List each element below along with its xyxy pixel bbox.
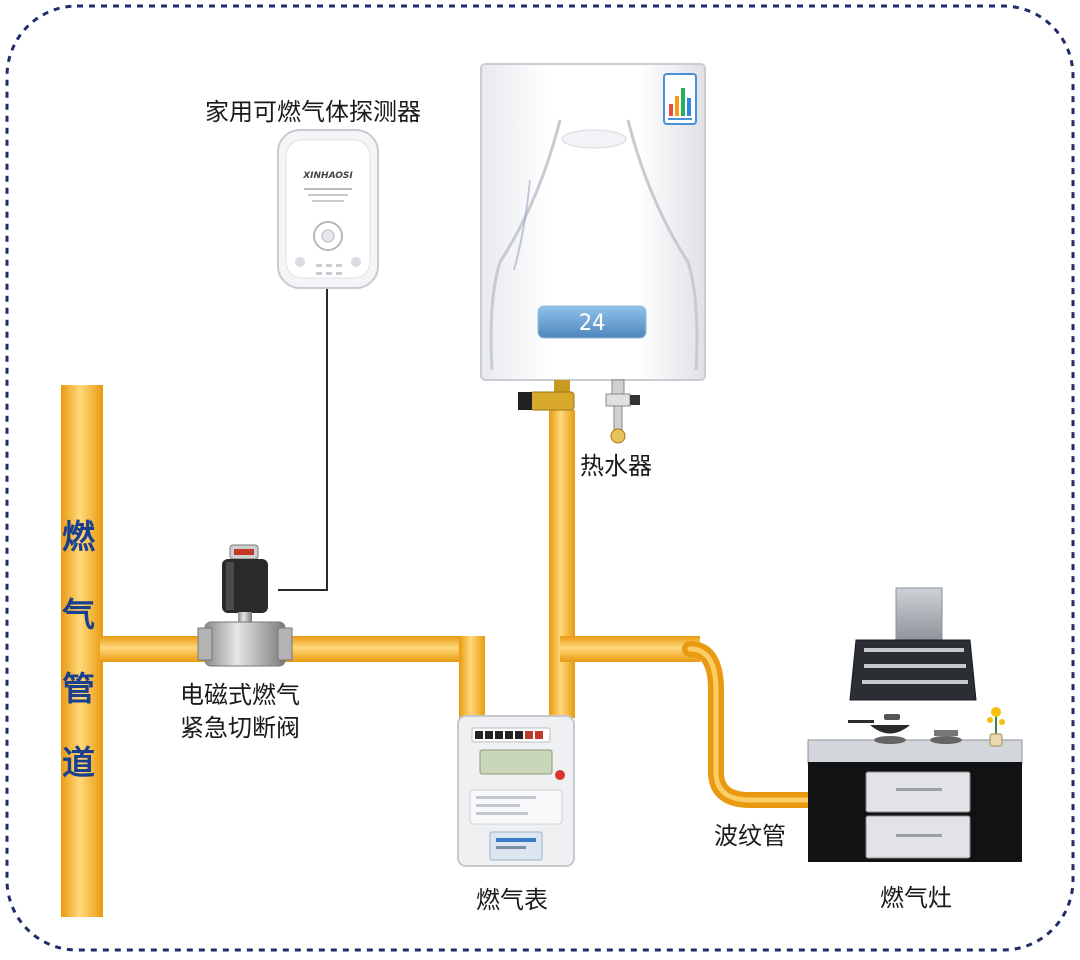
pipe-title-char-3: 管 (62, 669, 95, 708)
heater-label: 热水器 (580, 452, 652, 480)
dashed-border (5, 4, 1075, 952)
pipe-title-char-2: 气 (62, 595, 95, 634)
detector-label: 家用可燃气体探测器 (205, 98, 421, 126)
water-heater: 24 (480, 63, 706, 444)
flex-hose-label: 波纹管 (714, 822, 786, 850)
valve-label-line2: 紧急切断阀 (180, 714, 300, 742)
valve-label-line1: 电磁式燃气 (180, 681, 300, 709)
solenoid-valve (197, 544, 293, 667)
meter-label: 燃气表 (476, 886, 548, 914)
detector-brand: XINHAOSI (302, 171, 353, 181)
pipe-title-char-4: 道 (62, 743, 95, 782)
stove-label: 燃气灶 (880, 884, 952, 912)
range-hood (849, 587, 977, 701)
main-gas-pipe (61, 385, 103, 917)
heater-display: 24 (579, 311, 606, 336)
pipe-meter-to-heater (549, 410, 575, 718)
pipe-down-to-meter (459, 636, 485, 718)
gas-meter (457, 715, 575, 867)
gas-stove-cabinet (807, 707, 1023, 862)
pipe-title-char-1: 燃 (62, 517, 95, 556)
chart-status-icon (663, 73, 697, 125)
flex-hose (682, 641, 818, 808)
gas-detector: XINHAOSI (277, 129, 379, 289)
pipe-branch-to-stove (560, 636, 700, 662)
detector-wire (278, 288, 328, 591)
